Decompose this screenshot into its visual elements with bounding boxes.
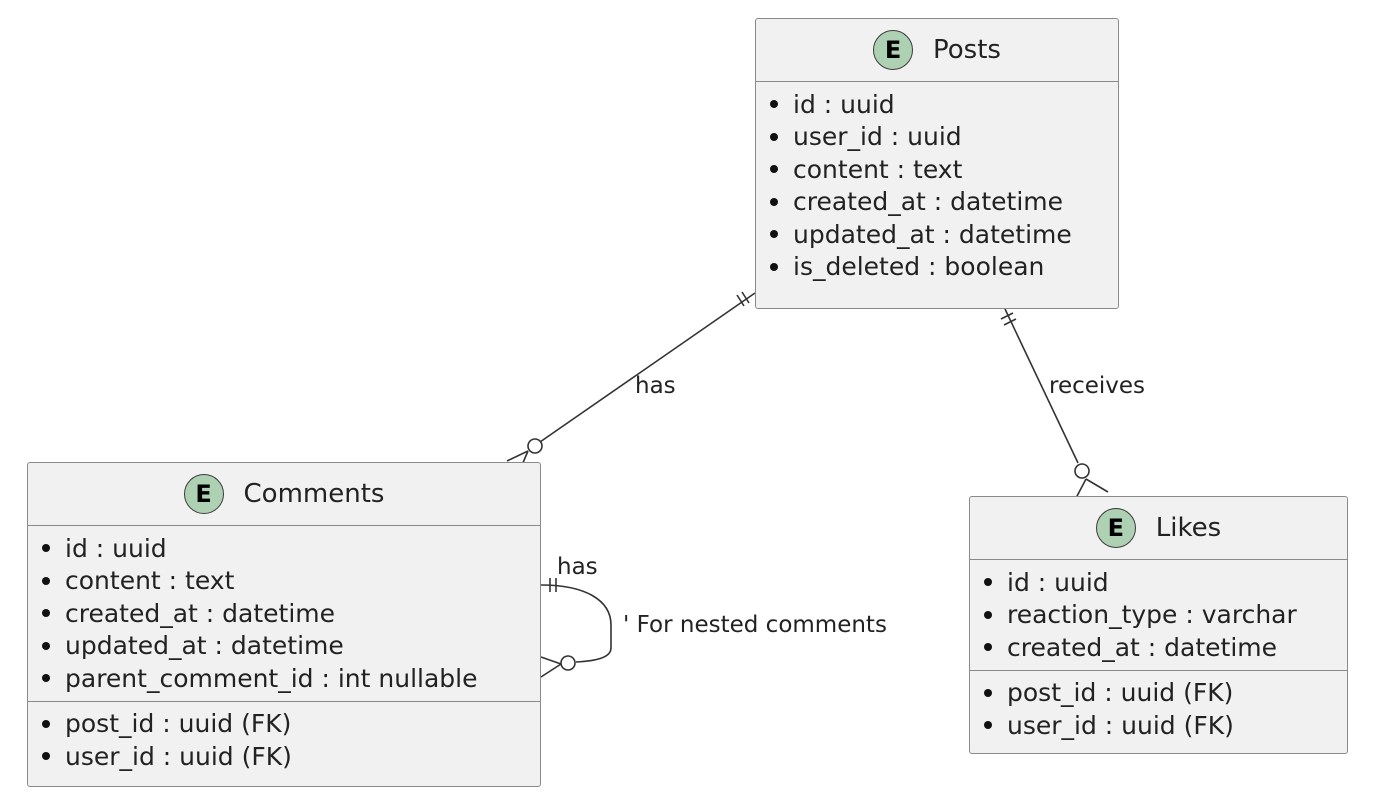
crows-foot: [540, 656, 562, 665]
bullet-icon: [984, 610, 992, 619]
entity-badge-icon: E: [873, 30, 914, 70]
bullet-icon: [984, 688, 992, 697]
attribute: post_id : uuid (FK): [42, 708, 540, 741]
bullet-icon: [42, 609, 50, 618]
bullet-icon: [42, 576, 50, 585]
entity-attributes: id : uuid reaction_type : varchar create…: [970, 560, 1347, 671]
one-mandatory-tick: [1003, 318, 1017, 326]
relation-posts-comments: [506, 291, 756, 473]
crows-foot: [506, 450, 529, 462]
bullet-icon: [42, 674, 50, 683]
entity-badge-icon: E: [1095, 508, 1136, 548]
relation-line: [540, 584, 612, 663]
relation-label-comments-self: has: [557, 554, 598, 580]
entity-badge-icon: E: [183, 474, 224, 514]
attribute: id : uuid: [984, 566, 1347, 599]
entity-title: Comments: [243, 479, 385, 509]
entity-title: Likes: [1155, 513, 1222, 543]
attribute: post_id : uuid (FK): [984, 677, 1347, 710]
zero-optional-circle: [560, 655, 576, 671]
bullet-icon: [42, 544, 50, 553]
entity-foreign-keys: post_id : uuid (FK) user_id : uuid (FK): [970, 671, 1347, 748]
attribute: user_id : uuid (FK): [984, 709, 1347, 742]
attribute: updated_at : datetime: [42, 630, 540, 663]
attribute: updated_at : datetime: [770, 218, 1118, 251]
attribute: reaction_type : varchar: [984, 599, 1347, 632]
entity-comments[interactable]: E Comments id : uuid content : text crea…: [27, 462, 541, 787]
attribute: id : uuid: [42, 532, 540, 565]
attribute: user_id : uuid: [770, 121, 1118, 154]
bullet-icon: [770, 197, 778, 206]
bullet-icon: [770, 230, 778, 239]
crows-foot: [1075, 478, 1087, 499]
zero-optional-circle: [1074, 463, 1090, 479]
bullet-icon: [770, 262, 778, 271]
relation-line: [539, 292, 756, 443]
bullet-icon: [42, 641, 50, 650]
bullet-icon: [42, 719, 50, 728]
crows-foot: [540, 663, 562, 678]
attribute: content : text: [770, 153, 1118, 186]
attribute: id : uuid: [770, 88, 1118, 121]
attribute: content : text: [42, 565, 540, 598]
relation-comments-self: [540, 578, 612, 678]
bullet-icon: [770, 165, 778, 174]
bullet-icon: [770, 132, 778, 141]
bullet-icon: [984, 578, 992, 587]
entity-title: Posts: [933, 35, 1001, 65]
one-mandatory-tick: [741, 291, 750, 304]
relation-label-posts-likes: receives: [1049, 373, 1146, 399]
attribute: user_id : uuid (FK): [42, 740, 540, 773]
attribute: is_deleted : boolean: [770, 251, 1118, 284]
entity-header: E Likes: [970, 497, 1347, 560]
one-mandatory-tick: [736, 294, 745, 307]
attribute: created_at : datetime: [770, 186, 1118, 219]
zero-optional-circle: [527, 438, 543, 454]
bullet-icon: [42, 752, 50, 761]
one-mandatory-tick: [1000, 312, 1014, 320]
entity-posts[interactable]: E Posts id : uuid user_id : uuid content…: [755, 18, 1119, 309]
attribute: created_at : datetime: [42, 597, 540, 630]
relation-label-posts-comments: has: [635, 373, 676, 399]
entity-header: E Comments: [28, 463, 540, 526]
entity-attributes: id : uuid content : text created_at : da…: [28, 526, 540, 702]
entity-foreign-keys: post_id : uuid (FK) user_id : uuid (FK): [28, 702, 540, 779]
entity-attributes: id : uuid user_id : uuid content : text …: [756, 82, 1118, 306]
relation-note-comments-self: ' For nested comments: [623, 612, 887, 638]
bullet-icon: [984, 721, 992, 730]
attribute: parent_comment_id : int nullable: [42, 662, 540, 695]
bullet-icon: [770, 100, 778, 109]
relation-posts-likes: [1000, 308, 1109, 499]
entity-likes[interactable]: E Likes id : uuid reaction_type : varcha…: [969, 496, 1348, 754]
attribute: created_at : datetime: [984, 631, 1347, 664]
bullet-icon: [984, 643, 992, 652]
entity-header: E Posts: [756, 19, 1118, 82]
crows-foot: [1085, 478, 1109, 493]
relation-line: [1004, 308, 1079, 464]
